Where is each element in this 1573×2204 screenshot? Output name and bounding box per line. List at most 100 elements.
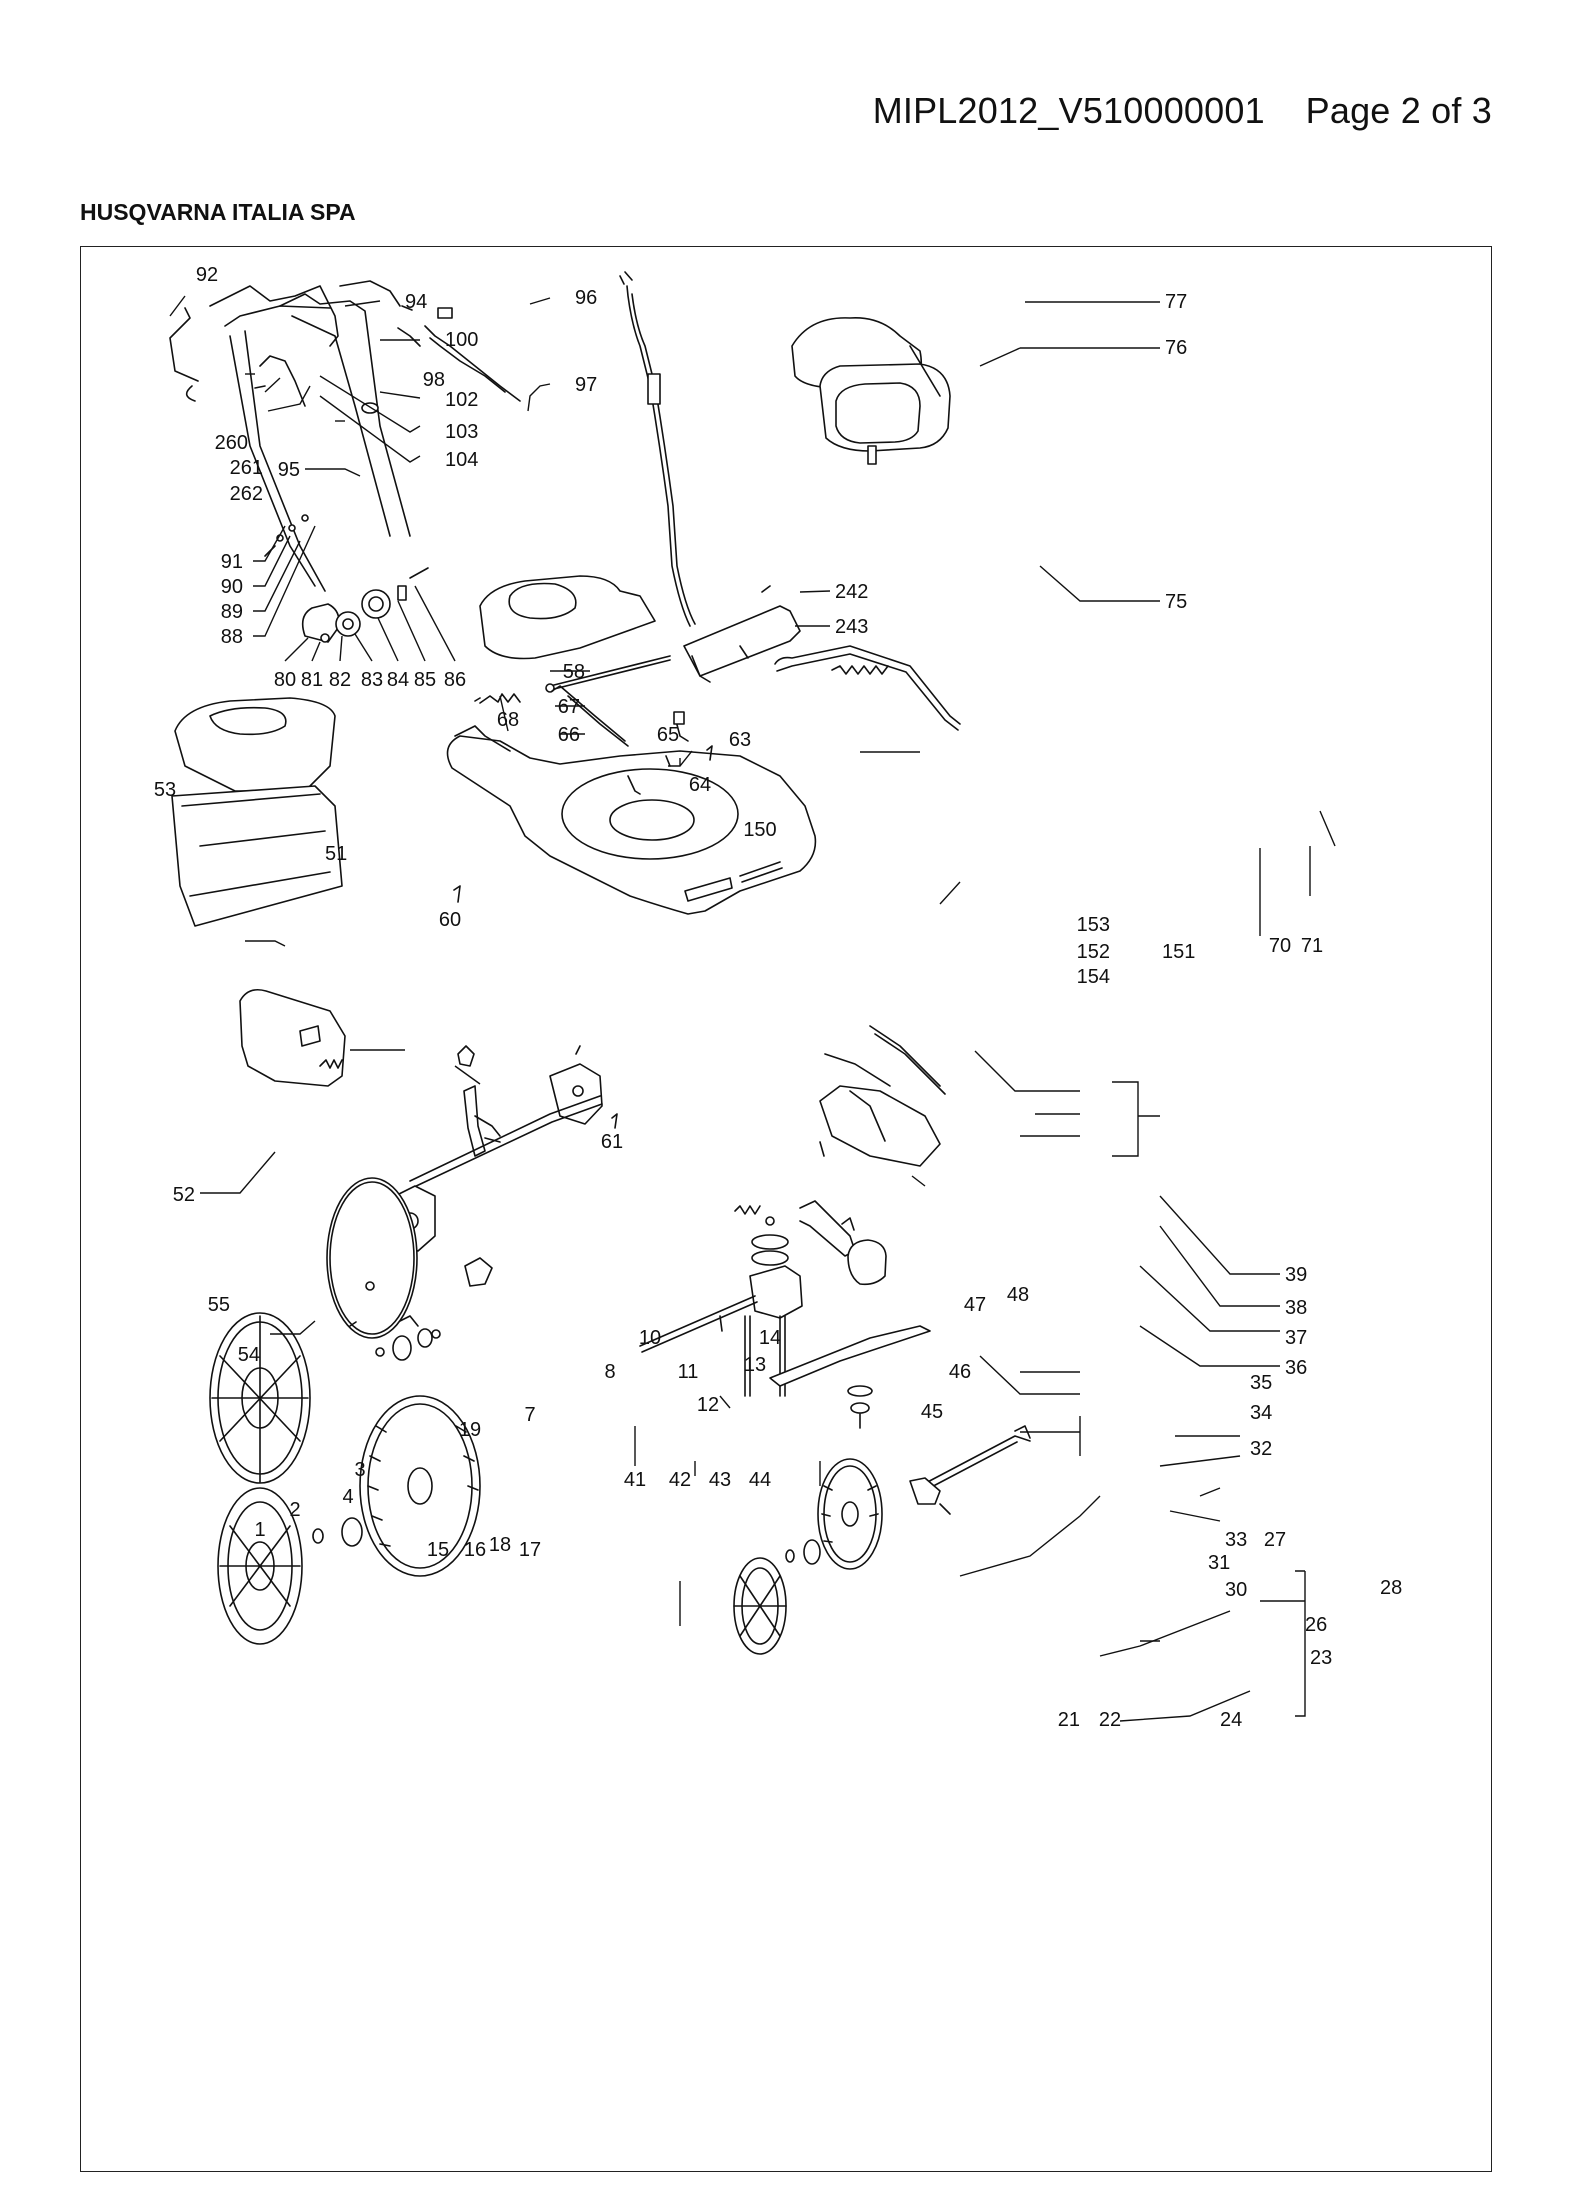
part-label: 85 [414, 669, 436, 691]
part-label: 34 [1250, 1402, 1272, 1424]
part-label: 102 [445, 389, 478, 411]
part-label: 53 [154, 779, 176, 801]
part-label: 41 [624, 1469, 646, 1491]
exploded-parts-diagram: 92 94 96 77 100 76 97 102 260 261 262 98… [80, 246, 1492, 2172]
part-label: 55 [208, 1294, 230, 1316]
part-label: 2 [289, 1499, 300, 1521]
part-label: 31 [1208, 1552, 1230, 1574]
part-label: 66 [558, 724, 580, 746]
part-label: 7 [524, 1404, 535, 1426]
part-label: 44 [749, 1469, 771, 1491]
part-label: 76 [1165, 337, 1187, 359]
part-label: 10 [639, 1327, 661, 1349]
part-label: 23 [1310, 1647, 1332, 1669]
part-label: 152 [1077, 941, 1110, 963]
part-label: 91 [221, 551, 243, 573]
part-label: 89 [221, 601, 243, 623]
part-label: 96 [575, 287, 597, 309]
part-label: 22 [1099, 1709, 1121, 1731]
part-label: 100 [445, 329, 478, 351]
part-label: 24 [1220, 1709, 1242, 1731]
part-label: 65 [657, 724, 679, 746]
part-label: 47 [964, 1294, 986, 1316]
part-label: 32 [1250, 1438, 1272, 1460]
part-label: 88 [221, 626, 243, 648]
company-name: HUSQVARNA ITALIA SPA [80, 199, 356, 225]
part-label: 77 [1165, 291, 1187, 313]
part-label: 94 [405, 291, 427, 313]
part-label: 104 [445, 449, 478, 471]
part-label: 98 [423, 369, 445, 391]
part-label: 48 [1007, 1284, 1029, 1306]
part-label: 3 [354, 1459, 365, 1481]
part-label: 38 [1285, 1297, 1307, 1319]
part-drawings [169, 271, 1031, 1655]
part-label: 95 [278, 459, 300, 481]
part-label: 54 [238, 1344, 260, 1366]
part-label: 243 [835, 616, 868, 638]
part-label: 58 [563, 661, 585, 683]
part-label: 14 [759, 1327, 781, 1349]
part-label: 17 [519, 1539, 541, 1561]
diagram-frame [80, 246, 1492, 2172]
part-label: 261 [230, 457, 263, 479]
part-label: 27 [1264, 1529, 1286, 1551]
part-label: 33 [1225, 1529, 1247, 1551]
part-label: 37 [1285, 1327, 1307, 1349]
part-label: 19 [459, 1419, 481, 1441]
part-label: 36 [1285, 1357, 1307, 1379]
part-label: 12 [697, 1394, 719, 1416]
part-label: 15 [427, 1539, 449, 1561]
part-label: 90 [221, 576, 243, 598]
part-label: 75 [1165, 591, 1187, 613]
part-label: 64 [689, 774, 711, 796]
part-label: 42 [669, 1469, 691, 1491]
part-label: 46 [949, 1361, 971, 1383]
page-indicator: Page 2 of 3 [1305, 90, 1492, 131]
part-label: 43 [709, 1469, 731, 1491]
part-label: 1 [254, 1519, 265, 1541]
part-label: 18 [489, 1534, 511, 1556]
part-label: 30 [1225, 1579, 1247, 1601]
part-label: 81 [301, 669, 323, 691]
leader-lines [169, 295, 1336, 1722]
document-header: MIPL2012_V510000001 Page 2 of 3 [0, 90, 1492, 132]
part-label: 11 [678, 1361, 699, 1383]
part-number-labels: 92 94 96 77 100 76 97 102 260 261 262 98… [154, 264, 1402, 1731]
part-label: 71 [1301, 935, 1323, 957]
part-label: 150 [743, 819, 776, 841]
part-label: 97 [575, 374, 597, 396]
part-label: 28 [1380, 1577, 1402, 1599]
part-label: 153 [1077, 914, 1110, 936]
part-label: 70 [1269, 935, 1291, 957]
part-label: 82 [329, 669, 351, 691]
part-label: 68 [497, 709, 519, 731]
part-label: 67 [558, 696, 580, 718]
part-label: 63 [729, 729, 751, 751]
part-label: 86 [444, 669, 466, 691]
part-label: 4 [342, 1486, 353, 1508]
part-label: 262 [230, 483, 263, 505]
part-label: 21 [1058, 1709, 1080, 1731]
part-label: 16 [464, 1539, 486, 1561]
doc-code: MIPL2012_V510000001 [872, 90, 1265, 131]
part-label: 8 [604, 1361, 615, 1383]
part-label: 154 [1077, 966, 1110, 988]
part-label: 80 [274, 669, 296, 691]
part-label: 26 [1305, 1614, 1327, 1636]
part-label: 51 [325, 843, 347, 865]
part-label: 45 [921, 1401, 943, 1423]
part-label: 61 [601, 1131, 623, 1153]
part-label: 151 [1162, 941, 1195, 963]
part-label: 242 [835, 581, 868, 603]
part-label: 13 [744, 1354, 766, 1376]
part-label: 92 [196, 264, 218, 286]
part-label: 260 [215, 432, 248, 454]
part-label: 103 [445, 421, 478, 443]
part-label: 52 [173, 1184, 195, 1206]
part-label: 84 [387, 669, 409, 691]
part-label: 35 [1250, 1372, 1272, 1394]
part-label: 39 [1285, 1264, 1307, 1286]
part-label: 60 [439, 909, 461, 931]
part-label: 83 [361, 669, 383, 691]
